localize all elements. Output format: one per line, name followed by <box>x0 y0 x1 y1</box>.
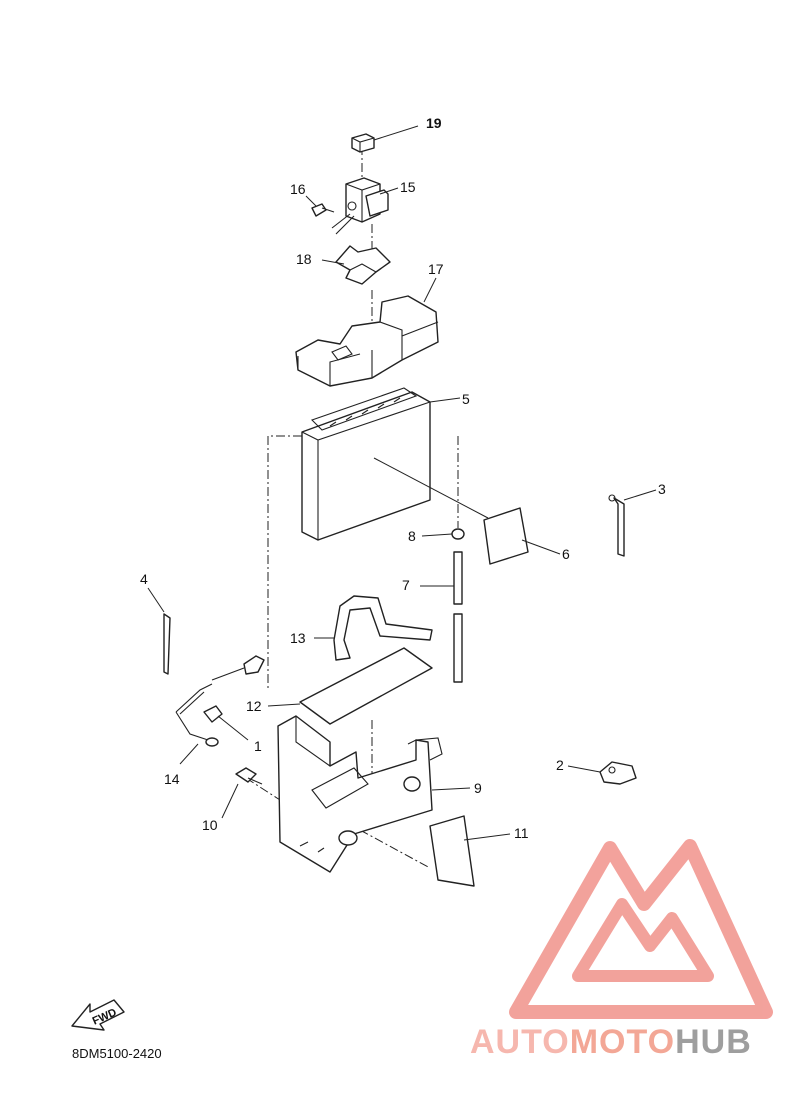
callout-4: 4 <box>140 571 148 587</box>
callout-17: 17 <box>428 261 444 277</box>
part-battery-lead <box>175 655 265 765</box>
callout-2: 2 <box>556 757 564 773</box>
callout-10: 10 <box>202 817 218 833</box>
part-terminal-1 <box>203 705 249 741</box>
part-battery-sheet <box>267 647 433 725</box>
part-breather-cap <box>421 528 465 540</box>
diagram-code: 8DM5100-2420 <box>72 1046 162 1061</box>
watermark-logo-icon <box>509 839 773 1019</box>
svg-text:AUTOMOTOHUB: AUTOMOTOHUB <box>470 1023 752 1061</box>
callout-16: 16 <box>290 181 306 197</box>
callout-7: 7 <box>402 577 410 593</box>
callout-1: 1 <box>254 738 262 754</box>
callout-13: 13 <box>290 630 306 646</box>
callout-14: 14 <box>164 771 180 787</box>
part-bolt-16 <box>305 195 335 217</box>
watermark-part-3: HUB <box>675 1023 752 1061</box>
callout-labels: 1 2 3 4 5 6 7 8 9 10 11 12 13 14 15 16 1… <box>140 115 666 841</box>
part-clamp-2 <box>567 761 637 785</box>
part-battery-strap <box>314 595 433 661</box>
watermark-part-2: MOTO <box>570 1023 675 1061</box>
callout-6: 6 <box>562 546 570 562</box>
callout-5: 5 <box>462 391 470 407</box>
watermark-part-1: AUTO <box>470 1023 570 1061</box>
watermark-text: AUTOMOTOHUB <box>470 1023 752 1061</box>
callout-9: 9 <box>474 780 482 796</box>
part-band-3 <box>608 489 657 557</box>
callout-11: 11 <box>514 825 529 841</box>
part-bolt-10 <box>221 767 263 819</box>
part-battery-cover <box>295 277 439 387</box>
part-breather-hose <box>420 551 463 683</box>
fwd-arrow: FWD <box>71 999 125 1031</box>
part-pad-6 <box>483 507 561 565</box>
callout-18: 18 <box>296 251 312 267</box>
callout-19: 19 <box>426 115 442 131</box>
part-starter-relay <box>331 177 399 235</box>
callout-12: 12 <box>246 698 262 714</box>
callout-15: 15 <box>400 179 416 195</box>
part-pad-11 <box>429 815 511 887</box>
part-battery-box <box>277 715 471 873</box>
part-fuse <box>351 125 419 153</box>
callout-3: 3 <box>658 481 666 497</box>
part-band-4 <box>147 587 171 675</box>
callout-8: 8 <box>408 528 416 544</box>
assembly-lines <box>245 146 459 869</box>
part-bracket-18 <box>321 245 391 285</box>
part-battery <box>301 387 489 541</box>
